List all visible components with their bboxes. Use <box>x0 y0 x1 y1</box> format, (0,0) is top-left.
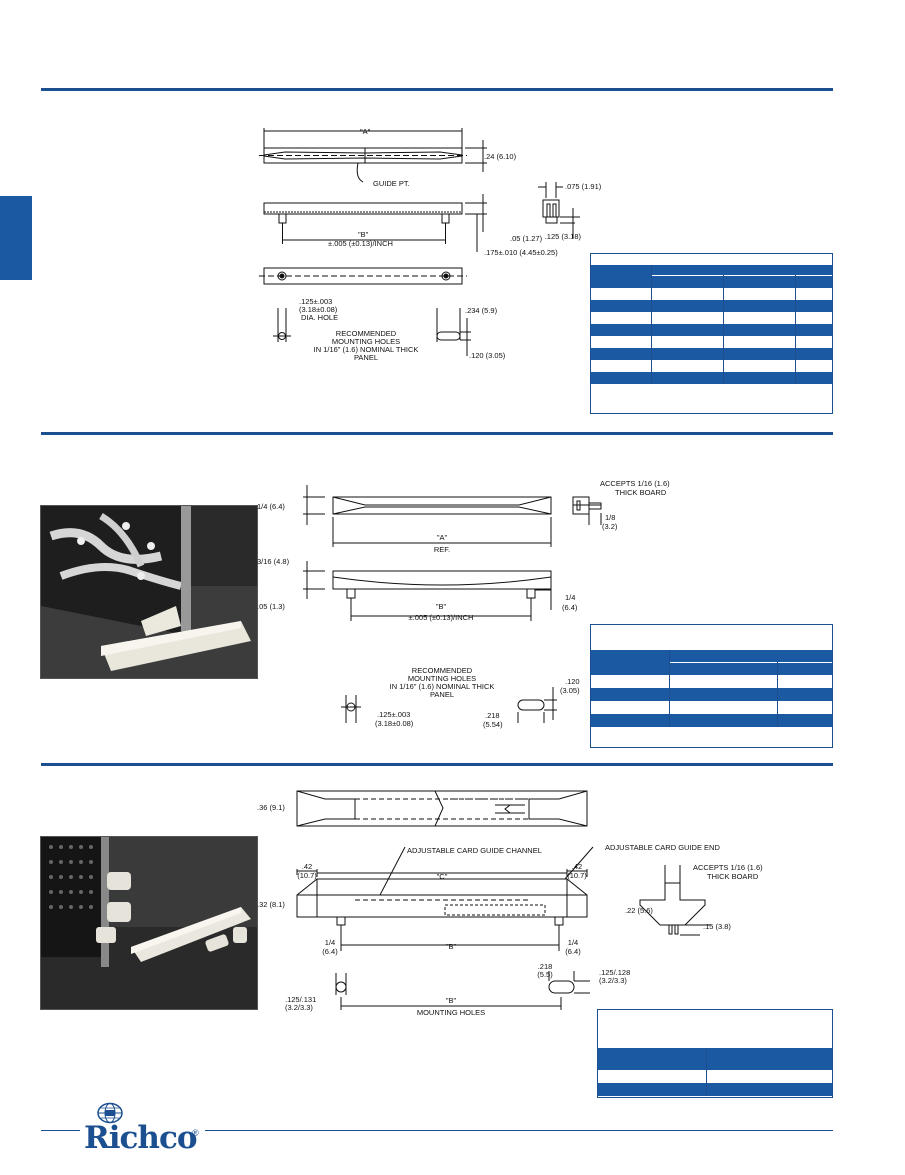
dim-a-ref: REF. <box>434 545 450 554</box>
globe-icon <box>97 1102 123 1124</box>
mh-label: MOUNTING HOLES <box>417 1008 485 1017</box>
channel-label: ADJUSTABLE CARD GUIDE CHANNEL <box>407 846 542 855</box>
dim-left-end-mm: (10.7) <box>297 871 317 880</box>
dim-b: "B" <box>446 942 457 951</box>
footer-rule <box>41 1130 833 1131</box>
dim-depth-mm: (3.2) <box>602 522 618 531</box>
dim-end: 1/4 <box>565 593 575 602</box>
hole-dia: .125±.003 <box>299 297 332 306</box>
brand-logo: Richco ® <box>80 1102 205 1160</box>
slot-w-mm: (5.5) <box>537 970 553 979</box>
slot-w-mm: (5.54) <box>483 720 503 729</box>
dim-thk: .05 (1.3) <box>257 602 285 611</box>
hole-dia-mm: (3.18±0.08) <box>375 719 414 728</box>
rec-line-4: PANEL <box>354 353 378 362</box>
spec-table-3 <box>597 1009 833 1098</box>
accepts-line-1: ACCEPTS 1/16 (1.6) <box>693 863 763 872</box>
mh-b: "B" <box>446 996 457 1005</box>
dim-q-left-mm: (6.4) <box>322 947 338 956</box>
accepts-line-2: THICK BOARD <box>615 488 667 497</box>
rec-line-3: IN 1/16" (1.6) NOMINAL THICK <box>314 345 419 354</box>
dim-pin-len: .125 (3.18) <box>545 232 582 241</box>
rec-line-2: MOUNTING HOLES <box>408 674 476 683</box>
hole: .125/.131 <box>285 995 316 1004</box>
dim-q-right-mm: (6.4) <box>565 947 581 956</box>
dim-b: "B" <box>358 230 369 239</box>
brand-name: Richco <box>84 1120 198 1156</box>
accepts-line-2: THICK BOARD <box>707 872 759 881</box>
dim-height: 1/4 (6.4) <box>257 502 285 511</box>
rec-line-4: PANEL <box>430 690 454 699</box>
dim-side-h: 3/16 (4.8) <box>257 557 290 566</box>
dim-left-end: .42 <box>302 862 312 871</box>
dim-a: "A" <box>437 533 448 542</box>
dim-prof-h: .22 (5.6) <box>625 906 653 915</box>
dim-slot: .075 (1.91) <box>565 182 602 191</box>
card-guide-drawing-1: "A" .24 (6.10) GUIDE PT. .075 (1.91) "B"… <box>259 127 602 362</box>
slot-h: .125/.128 <box>599 968 630 977</box>
spec-table-2 <box>590 624 833 748</box>
section-divider <box>41 88 833 91</box>
slot-h-mm: (3.2/3.3) <box>599 976 627 985</box>
rec-line-3: IN 1/16" (1.6) NOMINAL THICK <box>390 682 495 691</box>
dim-right-end-mm: (10.7) <box>567 871 587 880</box>
dim-end-mm: (6.4) <box>562 603 578 612</box>
product-photo-2 <box>40 505 258 679</box>
dim-slot-h: .120 (3.05) <box>469 351 506 360</box>
section-tab <box>0 196 32 280</box>
hole-dia-mm: (3.18±0.08) <box>299 305 338 314</box>
accepts-line-1: ACCEPTS 1/16 (1.6) <box>600 479 670 488</box>
dim-q-left: 1/4 <box>325 938 335 947</box>
dim-pin: .15 (3.8) <box>703 922 731 931</box>
hole-dia: .125±.003 <box>377 710 410 719</box>
registered-mark: ® <box>192 1128 199 1138</box>
card-guide-drawing-2: 1/4 (6.4) ACCEPTS 1/16 (1.6) THICK BOARD… <box>257 479 670 729</box>
product-photo-3 <box>40 836 258 1010</box>
rec-line-2: MOUNTING HOLES <box>332 337 400 346</box>
dim-a: "A" <box>360 127 371 136</box>
dim-b-tol: ±.005 (±0.13)/INCH <box>328 239 393 248</box>
rec-line-1: RECOMMENDED <box>336 329 397 338</box>
spec-table-1 <box>590 253 833 414</box>
dim-side-h: .32 (8.1) <box>257 900 285 909</box>
dim-pin-offset: .175±.010 (4.45±0.25) <box>484 248 558 257</box>
dim-b-tol: ±.005 (±0.13)/INCH <box>409 613 474 622</box>
slot-h: .120 <box>565 677 580 686</box>
hole-label: DIA. HOLE <box>301 313 338 322</box>
dim-q-right: 1/4 <box>568 938 578 947</box>
rec-line-1: RECOMMENDED <box>412 666 473 675</box>
end-label: ADJUSTABLE CARD GUIDE END <box>605 843 720 852</box>
dim-height: .24 (6.10) <box>484 152 517 161</box>
slot-h-mm: (3.05) <box>560 686 580 695</box>
dim-right-end: .42 <box>572 862 582 871</box>
dim-depth: 1/8 <box>605 513 615 522</box>
slot-w: .218 <box>538 962 553 971</box>
dim-height: .36 (9.1) <box>257 803 285 812</box>
guide-pt-label: GUIDE PT. <box>373 179 410 188</box>
hole-mm: (3.2/3.3) <box>285 1003 313 1012</box>
slot-w: .218 <box>485 711 500 720</box>
dim-b: "B" <box>436 602 447 611</box>
card-guide-drawing-3: .36 (9.1) ADJUSTABLE CARD GUIDE CHANNEL … <box>257 790 763 1017</box>
dim-slot-w: .234 (5.9) <box>465 306 498 315</box>
section-divider <box>41 432 833 435</box>
dim-c: "C" <box>437 872 448 881</box>
section-divider <box>41 763 833 766</box>
dim-thk: .05 (1.27) <box>510 234 543 243</box>
